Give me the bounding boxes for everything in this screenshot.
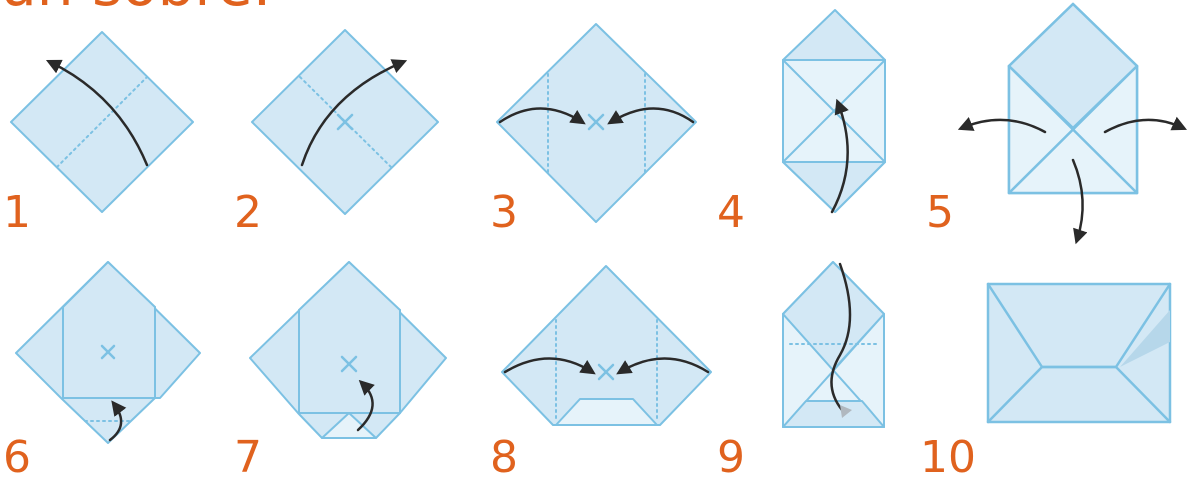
step-2-figure [252,30,438,214]
step-6-figure [16,262,200,443]
step-number: 2 [234,187,262,238]
step-1-figure [11,32,193,212]
step-10-figure [988,284,1170,422]
step-4-figure [783,10,885,212]
step-number: 4 [717,187,745,238]
step-number: 9 [717,432,745,477]
step-3-figure [497,24,696,222]
step-number: 5 [926,187,954,238]
step-5-figure [962,4,1183,240]
step-number: 3 [490,187,518,238]
step-number: 7 [234,432,262,477]
step-9-figure [783,262,884,427]
step-number: 1 [3,187,31,238]
step-number: 6 [3,432,31,477]
step-number: 8 [490,432,518,477]
step-7-figure [250,262,446,438]
step-number: 10 [920,432,976,477]
step-8-figure [502,266,711,425]
